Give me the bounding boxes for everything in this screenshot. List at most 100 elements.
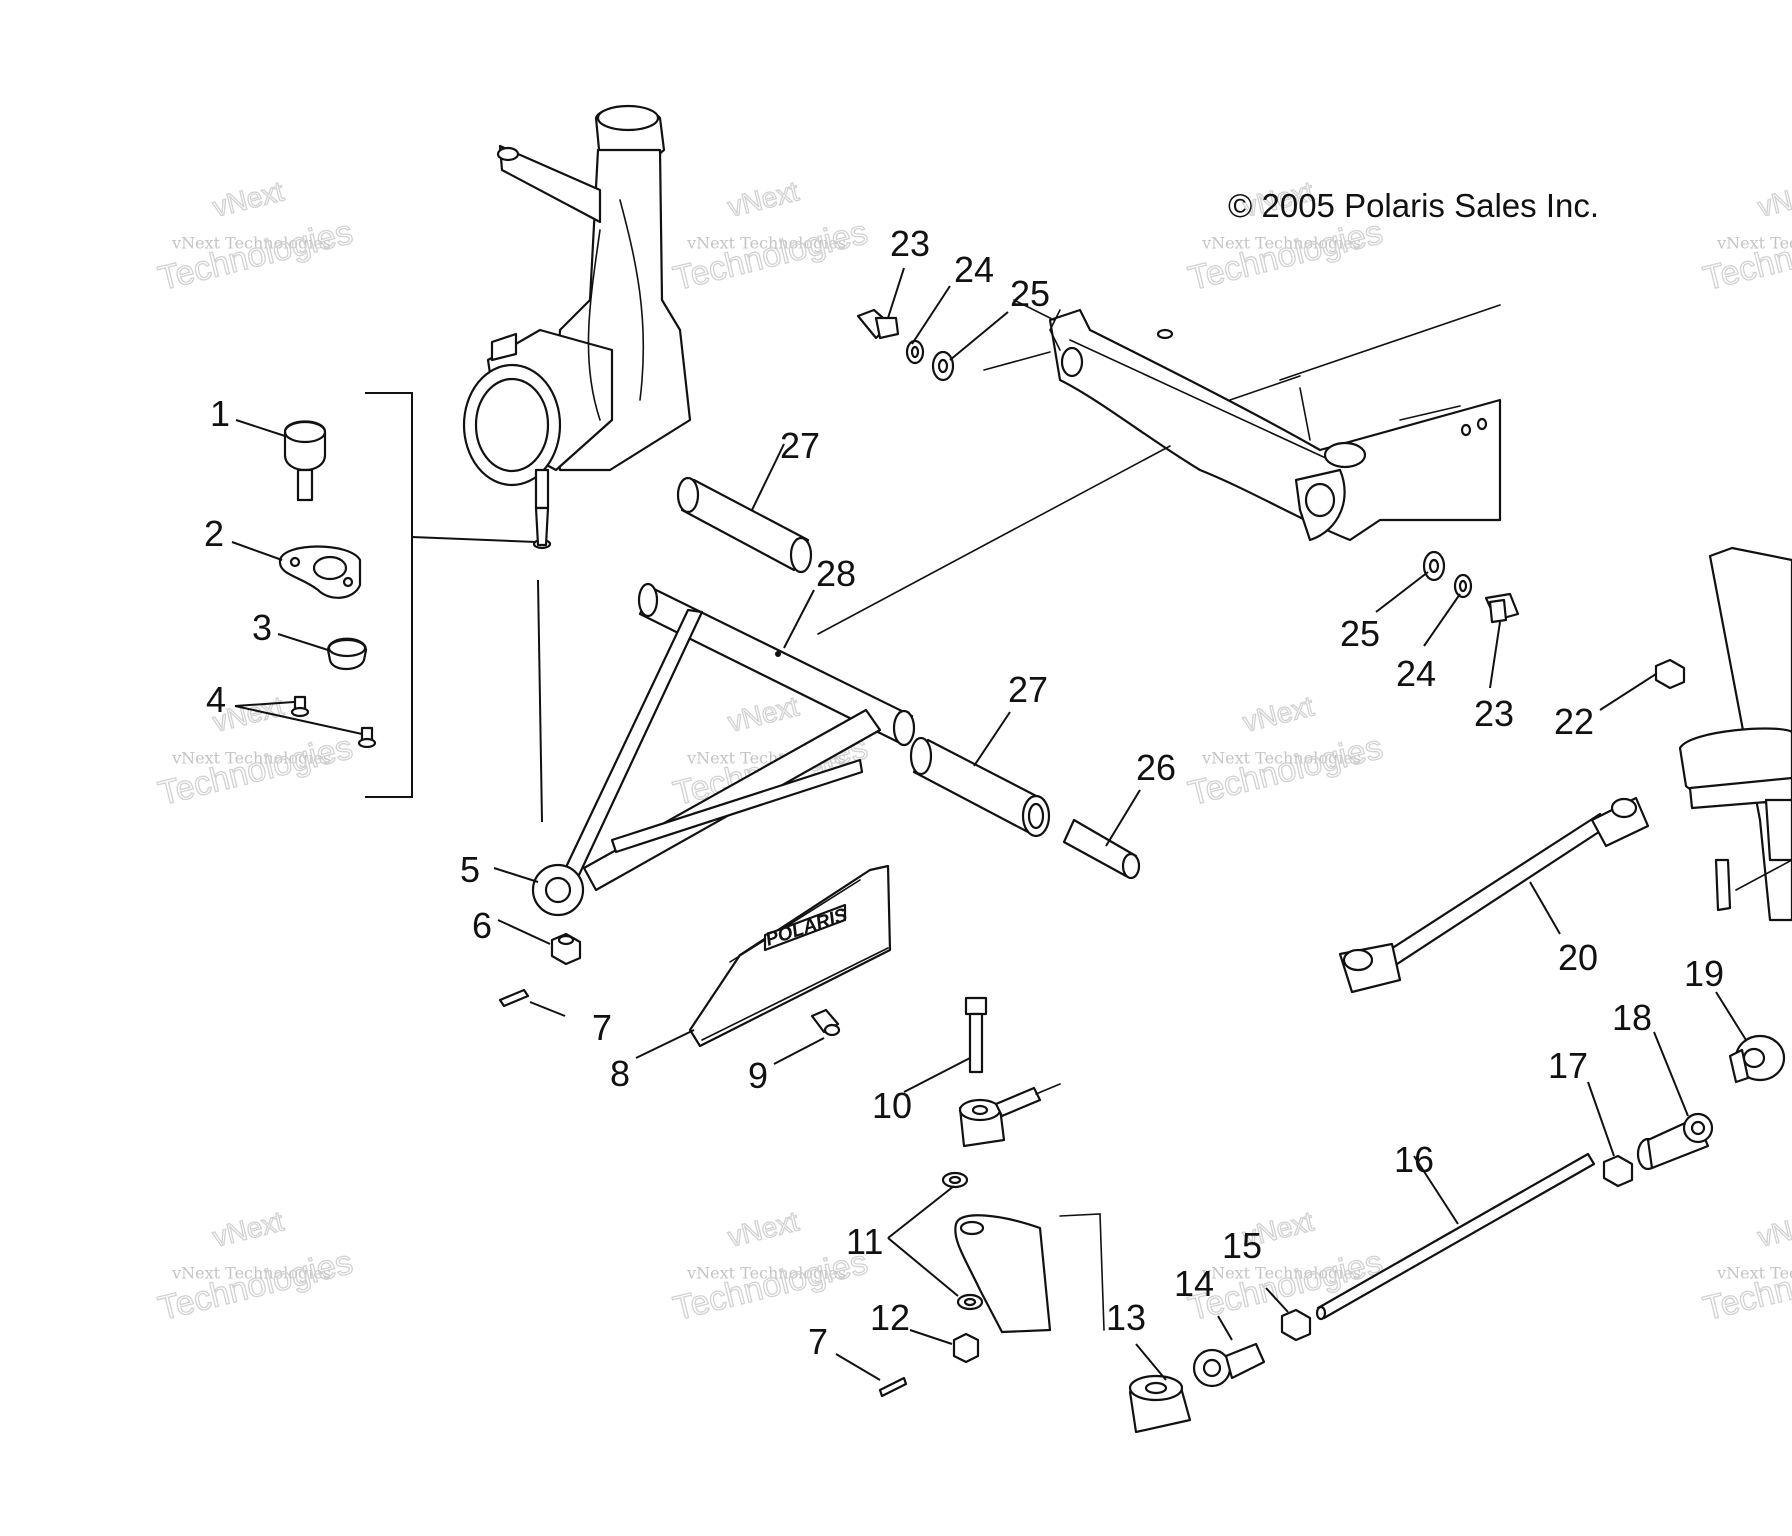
callout-22: 22 bbox=[1554, 701, 1594, 742]
callout-28: 28 bbox=[816, 553, 856, 594]
part-12-nut bbox=[952, 1332, 980, 1364]
watermark-line-3: Technologies bbox=[1185, 213, 1387, 298]
watermark-line-3: Technologies bbox=[1700, 213, 1792, 298]
callout-23-lower: 23 bbox=[1474, 693, 1514, 734]
part-23-bolt-upper bbox=[856, 308, 900, 340]
part-3-cap bbox=[326, 637, 368, 671]
part-10-bolt-long bbox=[964, 996, 988, 1074]
part-2-retainer-plate bbox=[278, 545, 362, 599]
callout-14: 14 bbox=[1174, 1263, 1214, 1304]
right-spindle bbox=[1678, 546, 1792, 922]
part-25-washer-upper bbox=[931, 350, 955, 382]
watermark-line-1: vNext bbox=[725, 1205, 802, 1252]
part-6-castle-nut bbox=[550, 932, 582, 966]
part-4-bolts bbox=[290, 695, 377, 749]
guide-lines bbox=[817, 445, 1171, 635]
group-bracket bbox=[365, 392, 543, 823]
watermark-line-2: vNext Technologies bbox=[686, 1264, 846, 1283]
watermark-line-1: vNext bbox=[210, 175, 287, 222]
callout-23-upper: 23 bbox=[890, 223, 930, 264]
part-23-bolt-lower bbox=[1484, 592, 1520, 624]
watermark-line-3: Technologies bbox=[155, 213, 357, 298]
part-15-jam-nut bbox=[1280, 1308, 1312, 1342]
callout-11: 11 bbox=[846, 1221, 883, 1262]
watermark-line-2: vNext Technologies bbox=[1201, 749, 1361, 768]
frame-section bbox=[983, 299, 1502, 542]
callout-8: 8 bbox=[610, 1053, 630, 1094]
part-16-tie-rod bbox=[1315, 1152, 1596, 1321]
callout-24-lower: 24 bbox=[1396, 653, 1436, 694]
part-9-bolt bbox=[810, 1008, 841, 1037]
callout-24-upper: 24 bbox=[954, 249, 994, 290]
steering-knuckle bbox=[462, 104, 692, 550]
callout-6: 6 bbox=[472, 905, 492, 946]
watermark-line-1: vNext bbox=[725, 175, 802, 222]
watermark-line-2: vNext Technologies bbox=[171, 234, 331, 253]
callout-27-lower: 27 bbox=[1008, 669, 1048, 710]
callout-labels: 1 2 3 4 5 6 7 7 8 9 10 11 12 13 14 15 16… bbox=[204, 223, 1724, 1362]
part-8-skid-guard: POLARIS bbox=[688, 864, 892, 1048]
part-20-adjuster-rod bbox=[1338, 796, 1650, 994]
part-24-washer-upper bbox=[905, 339, 925, 365]
watermark-line-2: vNext Technologies bbox=[1716, 234, 1792, 253]
watermark-line-2: vNext Technologies bbox=[171, 749, 331, 768]
rod-end-bushing bbox=[958, 1083, 1061, 1148]
watermark-line-2: vNext Technologies bbox=[686, 234, 846, 253]
watermark-line-3: Technologies bbox=[670, 1243, 872, 1328]
callout-25-upper: 25 bbox=[1010, 273, 1050, 314]
watermark-line-1: vNext bbox=[1755, 175, 1792, 222]
part-7-cotter-pin-lower bbox=[878, 1376, 908, 1398]
part-26-spacer bbox=[1062, 818, 1141, 880]
callout-4: 4 bbox=[206, 679, 226, 720]
part-25-washer-lower bbox=[1422, 550, 1446, 582]
watermark-line-1: vNext bbox=[1240, 690, 1317, 737]
part-27-pivot-tube-upper bbox=[676, 476, 813, 574]
callout-20: 20 bbox=[1558, 937, 1598, 978]
watermark-line-3: Technologies bbox=[155, 728, 357, 813]
watermark-line-3: Technologies bbox=[155, 1243, 357, 1328]
part-13-rod-end bbox=[1128, 1374, 1192, 1434]
part-11-washers bbox=[941, 1171, 984, 1311]
callout-25-lower: 25 bbox=[1340, 613, 1380, 654]
callout-5: 5 bbox=[460, 849, 480, 890]
part-27-pivot-tube-lower bbox=[909, 736, 1051, 838]
callout-1: 1 bbox=[210, 393, 230, 434]
watermark-line-3: Technologies bbox=[670, 213, 872, 298]
part-28-a-arm bbox=[531, 582, 916, 917]
callout-16: 16 bbox=[1394, 1139, 1434, 1180]
part-19-rod-end bbox=[1728, 1034, 1786, 1084]
watermark-line-2: vNext Technologies bbox=[171, 1264, 331, 1283]
part-14-rod-end bbox=[1192, 1342, 1266, 1388]
callout-7-lower: 7 bbox=[808, 1321, 828, 1362]
callout-26: 26 bbox=[1136, 747, 1176, 788]
watermark-line-2: vNext Technologies bbox=[1201, 234, 1361, 253]
callout-12: 12 bbox=[870, 1297, 910, 1338]
watermark-line-3: Technologies bbox=[1700, 1243, 1792, 1328]
watermark-line-1: vNext bbox=[210, 1205, 287, 1252]
lower-bracket bbox=[954, 1213, 1105, 1334]
watermark-line-2: vNext Technologies bbox=[1201, 1264, 1361, 1283]
part-1-ball-joint bbox=[283, 420, 327, 502]
callout-3: 3 bbox=[252, 607, 272, 648]
watermark-line-1: vNext bbox=[1755, 1205, 1792, 1252]
copyright-text: © 2005 Polaris Sales Inc. bbox=[1228, 187, 1599, 224]
callout-7-upper: 7 bbox=[592, 1007, 612, 1048]
callout-19: 19 bbox=[1684, 953, 1724, 994]
part-18-rod-end bbox=[1636, 1112, 1714, 1171]
callout-15: 15 bbox=[1222, 1225, 1262, 1266]
watermark-line-3: Technologies bbox=[1185, 728, 1387, 813]
watermark-line-1: vNext bbox=[725, 690, 802, 737]
callout-17: 17 bbox=[1548, 1045, 1588, 1086]
